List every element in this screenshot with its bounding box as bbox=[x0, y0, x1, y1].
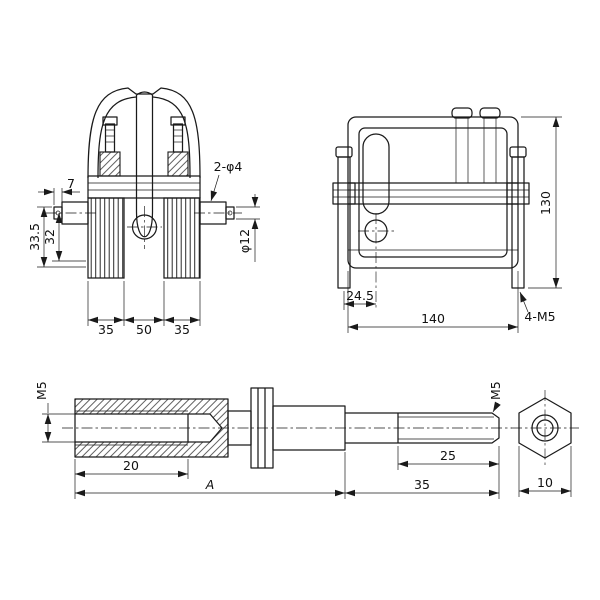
dim-height-inner: 32 bbox=[42, 229, 57, 245]
dim-height-outer: 33.5 bbox=[27, 223, 42, 251]
label-holes: 2-φ4 bbox=[214, 159, 243, 174]
dim-thread-depth: 20 bbox=[123, 458, 139, 473]
label-thread-right: M5 bbox=[488, 381, 503, 400]
side-outlines bbox=[332, 107, 530, 310]
threaded-stud bbox=[345, 412, 500, 444]
dim-bolt-offset: 24.5 bbox=[346, 288, 374, 303]
slot-capsule bbox=[362, 133, 390, 215]
top-stud-bump-right bbox=[479, 107, 501, 119]
shackle-inner-right bbox=[152, 96, 191, 179]
nut-dimensions: 10 bbox=[518, 446, 572, 497]
spring-bolt-right bbox=[167, 116, 189, 177]
bolt-view: M5 20 A 35 25 M5 bbox=[34, 381, 512, 499]
inner-profile bbox=[358, 127, 508, 258]
bolt-dimensions: M5 20 A 35 25 M5 bbox=[34, 381, 503, 499]
side-dimensions: 130 24.5 140 4-M5 bbox=[343, 116, 562, 333]
dim-height: 130 bbox=[538, 191, 553, 215]
laminated-band bbox=[87, 175, 201, 199]
dim-width-left: 35 bbox=[98, 322, 114, 337]
bolt-outlines bbox=[62, 387, 512, 469]
shackle-outline bbox=[87, 87, 201, 179]
shackle-inner-left bbox=[97, 96, 137, 179]
spring-bolt-left bbox=[99, 116, 121, 177]
body-outline bbox=[347, 116, 519, 269]
dim-pin-diameter: φ12 bbox=[237, 229, 252, 253]
dim-pin-length: 7 bbox=[67, 176, 75, 191]
dim-body-length: A bbox=[205, 477, 215, 492]
rib-section-right bbox=[163, 197, 201, 279]
front-dimensions: 7 33.5 32 35 50 35 2-φ4 bbox=[27, 159, 260, 337]
clevis-top bbox=[136, 91, 153, 96]
front-outlines bbox=[46, 87, 242, 279]
dim-across-flats: 10 bbox=[537, 475, 553, 490]
shaft bbox=[272, 405, 346, 451]
dim-width-center: 50 bbox=[136, 322, 152, 337]
dim-stud-length: 35 bbox=[414, 477, 430, 492]
dim-width: 140 bbox=[421, 311, 445, 326]
label-thread-left: M5 bbox=[34, 381, 49, 400]
clevis-u-bottom bbox=[135, 211, 154, 238]
dim-width-right: 35 bbox=[174, 322, 190, 337]
label-bolt-thread: 4-M5 bbox=[524, 309, 555, 324]
side-view: 130 24.5 140 4-M5 bbox=[332, 107, 562, 333]
nut-view: 10 bbox=[511, 390, 579, 497]
rib-section-left bbox=[87, 197, 125, 279]
top-stud-bump-left bbox=[451, 107, 473, 119]
front-view: 7 33.5 32 35 50 35 2-φ4 bbox=[27, 87, 260, 337]
clamp-bolt-left bbox=[332, 146, 356, 289]
dim-thread-length: 25 bbox=[440, 448, 456, 463]
